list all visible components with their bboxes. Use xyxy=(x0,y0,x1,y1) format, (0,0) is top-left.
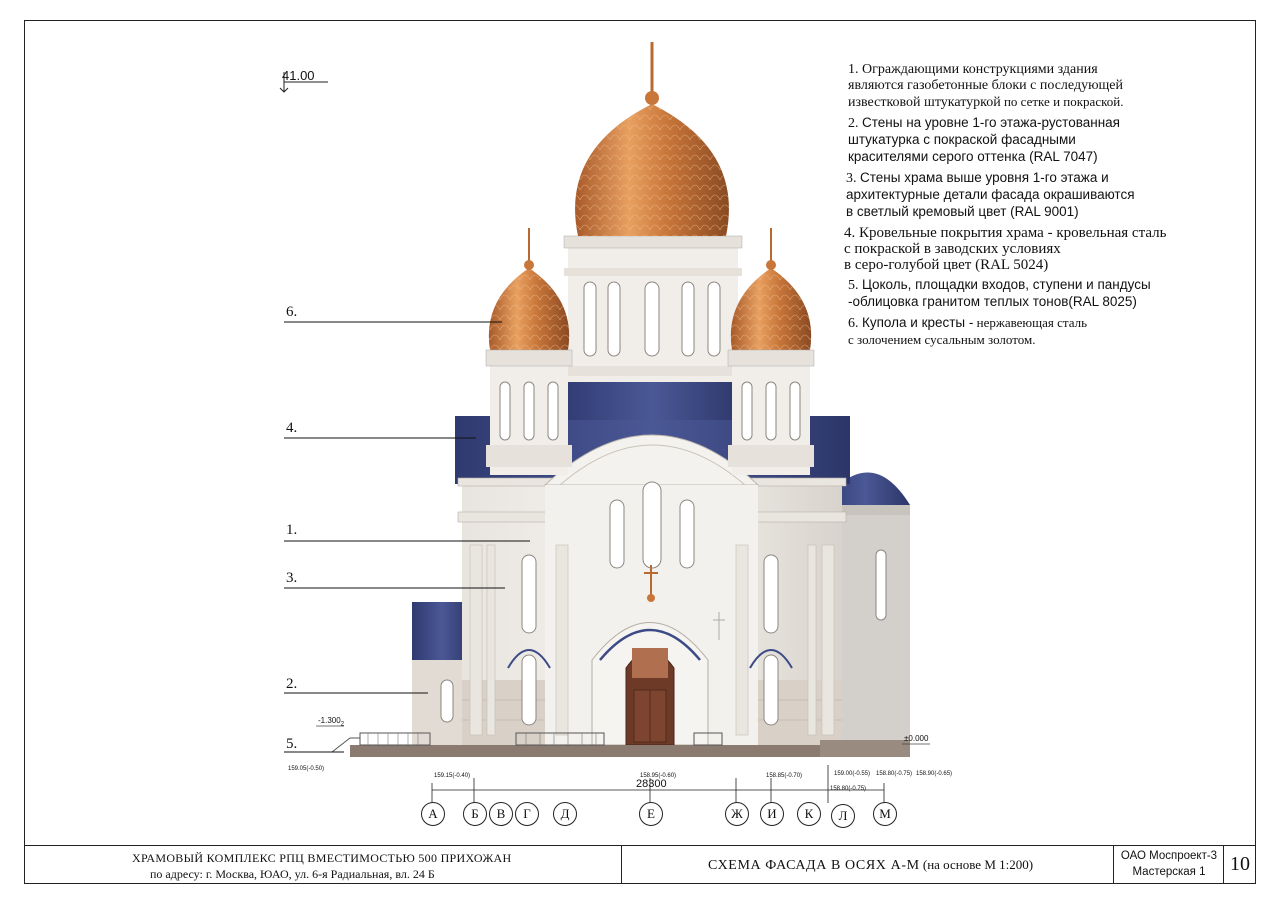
note-6: 6. Купола и кресты - нержавеющая сталь с… xyxy=(848,315,1088,347)
axis-bubble-e: Е xyxy=(639,802,663,826)
elevation-mark: 41.00 xyxy=(282,68,315,83)
note-4: 4. Кровельные покрытия храма - кровельна… xyxy=(844,225,1167,273)
level-mark-1: 159.05(-0.50) xyxy=(288,766,325,772)
level-mark-8: 158.80(-0.75) xyxy=(830,786,867,792)
axis-bubble-zh: Ж xyxy=(725,802,749,826)
axis-bubble-m: М xyxy=(873,802,897,826)
leader-label-5: 5. xyxy=(286,736,298,752)
sheet-frame xyxy=(24,20,1256,884)
axis-bubble-b: Б xyxy=(463,802,487,826)
axis-bubble-d: Д xyxy=(553,802,577,826)
leader-label-4: 4. xyxy=(286,420,298,436)
elevation-value: 41.00 xyxy=(282,68,315,83)
title-block-sheet: СХЕМА ФАСАДА В ОСЯХ А-М (на основе М 1:2… xyxy=(622,846,1114,884)
level-zero: ±0.000 xyxy=(904,734,929,743)
title-block: ХРАМОВЫЙ КОМПЛЕКС РПЦ ВМЕСТИМОСТЬЮ 500 П… xyxy=(24,845,1256,884)
note-1: 1. Ограждающими конструкциями здания явл… xyxy=(848,62,1124,110)
axis-bubble-g: Г xyxy=(515,802,539,826)
level-left: -1.3002 xyxy=(318,716,345,728)
dimension-total: 28300 xyxy=(636,778,667,790)
note-3: 3. Стены храма выше уровня 1-го этажа и … xyxy=(846,170,1135,219)
level-mark-7: 158.90(-0.65) xyxy=(916,771,953,777)
level-mark-4: 158.85(-0.70) xyxy=(766,773,803,779)
title-block-number: 10 xyxy=(1224,846,1256,884)
axis-bubble-i: И xyxy=(760,802,784,826)
project-address: по адресу: г. Москва, ЮАО, ул. 6-я Радиа… xyxy=(150,867,435,881)
title-block-project: ХРАМОВЫЙ КОМПЛЕКС РПЦ ВМЕСТИМОСТЬЮ 500 П… xyxy=(24,846,622,884)
material-notes: 1. Ограждающими конструкциями здания явл… xyxy=(838,62,1248,353)
note-2: 2. Стены на уровне 1-го этажа-рустованна… xyxy=(848,115,1120,164)
axis-bubble-k: К xyxy=(797,802,821,826)
axis-bubble-l: Л xyxy=(831,804,855,828)
org-workshop: Мастерская 1 xyxy=(1132,866,1206,878)
level-mark-6: 158.80(-0.75) xyxy=(876,771,913,777)
leader-label-2: 2. xyxy=(286,676,298,692)
sheet-title: СХЕМА ФАСАДА В ОСЯХ А-М (на основе М 1:2… xyxy=(708,857,1034,873)
org-name: ОАО Моспроект-3 xyxy=(1120,850,1218,862)
leader-label-1: 1. xyxy=(286,522,298,538)
axis-bubble-a: А xyxy=(421,802,445,826)
sheet-number: 10 xyxy=(1230,853,1250,875)
level-mark-3: 158.95(-0.60) xyxy=(640,773,677,779)
leader-label-6: 6. xyxy=(286,304,298,320)
note-5: 5. Цоколь, площадки входов, ступени и па… xyxy=(848,277,1151,309)
project-title: ХРАМОВЫЙ КОМПЛЕКС РПЦ ВМЕСТИМОСТЬЮ 500 П… xyxy=(132,851,512,865)
leader-label-3: 3. xyxy=(286,570,298,586)
title-block-org: ОАО Моспроект-3 Мастерская 1 xyxy=(1114,846,1224,884)
axis-bubble-v: В xyxy=(489,802,513,826)
level-mark-2: 159.15(-0.40) xyxy=(434,773,471,779)
level-mark-5: 159.00(-0.55) xyxy=(834,771,871,777)
